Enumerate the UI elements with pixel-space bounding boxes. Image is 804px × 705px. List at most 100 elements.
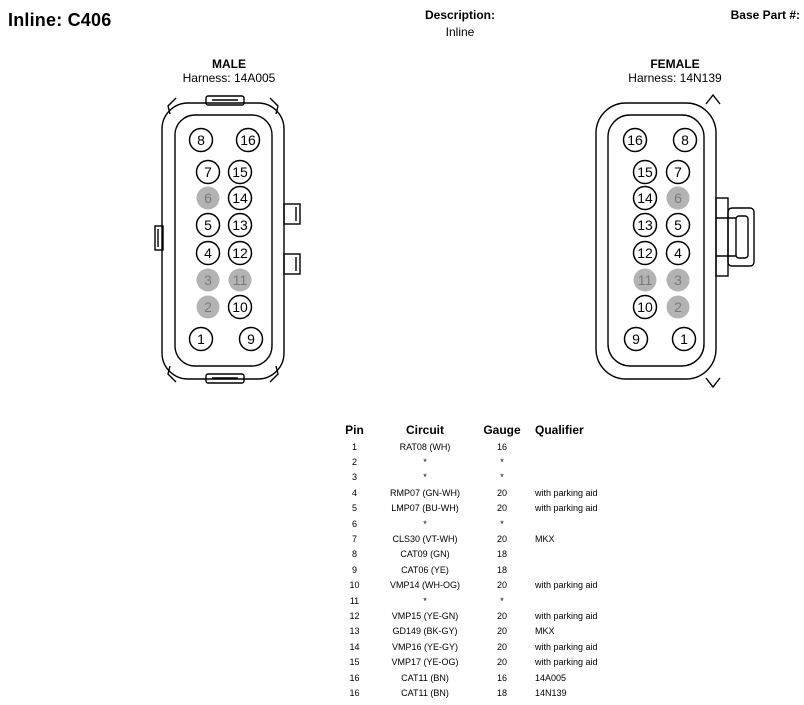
pin-circle	[235, 127, 261, 153]
female-harness-label: Harness: 14N139	[628, 71, 722, 85]
table-header-row: Pin Circuit Gauge Qualifier	[338, 421, 635, 439]
pin-number: 1	[197, 331, 205, 347]
pin-circle	[227, 185, 253, 211]
gauge-cell: 18	[496, 549, 507, 560]
pin-circle	[228, 268, 252, 292]
qualifier-cell	[525, 562, 635, 577]
gauge-cell: 20	[496, 487, 507, 498]
qualifier-column-header: Qualifier	[535, 423, 584, 437]
pin-circle	[672, 127, 698, 153]
circuit-cell: RAT08 (WH)	[399, 441, 451, 452]
male-pin-9: 9	[238, 326, 264, 352]
qualifier-cell: with parking aid	[535, 487, 598, 498]
circuit-cell: CAT11 (BN)	[401, 687, 449, 698]
pin-circle	[195, 212, 221, 238]
pin-cell: 12	[349, 610, 360, 621]
circuit-cell: CAT11 (BN)	[401, 672, 449, 683]
male-pin-4: 4	[195, 240, 221, 266]
gauge-cell: *	[500, 472, 504, 483]
pin-circle	[623, 326, 649, 352]
male-pin-12: 12	[227, 240, 253, 266]
pin-number: 16	[240, 132, 256, 148]
pin-number: 11	[233, 272, 248, 288]
pin-circle	[227, 212, 253, 238]
pin-circle	[196, 295, 220, 319]
female-pin-6: 6	[666, 186, 690, 210]
table-row: 11**	[338, 593, 635, 608]
pin-circle	[227, 294, 253, 320]
table-row: 1 RAT08 (WH) 16	[338, 439, 635, 454]
male-pin-8: 8	[188, 127, 214, 153]
female-pin-12: 12	[632, 240, 658, 266]
pin-circle	[188, 127, 214, 153]
gauge-cell: *	[500, 518, 504, 529]
pin-circle	[196, 268, 220, 292]
pin-circle	[665, 159, 691, 185]
pin-number: 8	[197, 132, 205, 148]
pin-number: 6	[674, 190, 682, 206]
pin-circle	[666, 268, 690, 292]
female-pin-1: 1	[671, 326, 697, 352]
pin-number: 8	[681, 132, 689, 148]
female-pin-16: 16	[622, 127, 648, 153]
pin-circle	[195, 159, 221, 185]
pin-cell: 13	[349, 626, 360, 637]
pin-number: 4	[674, 245, 682, 261]
pin-cell: 10	[349, 580, 360, 591]
male-pin-1: 1	[188, 326, 214, 352]
qualifier-cell: 14A005	[535, 672, 567, 683]
base-part-label: Base Part #:	[730, 8, 800, 22]
pin-circle	[632, 212, 658, 238]
pin-cell: 1	[351, 441, 357, 452]
pin-column-header: Pin	[345, 423, 364, 437]
male-pin-7: 7	[195, 159, 221, 185]
pin-number: 2	[204, 299, 212, 315]
pin-number: 3	[674, 272, 682, 288]
female-pin-11: 11	[633, 268, 657, 292]
pin-number: 5	[204, 217, 212, 233]
pin-circle	[665, 240, 691, 266]
female-pin-2: 2	[666, 295, 690, 319]
female-pin-5: 5	[665, 212, 691, 238]
gauge-cell: 20	[496, 534, 507, 545]
pin-circle	[671, 326, 697, 352]
gauge-cell: 16	[496, 441, 507, 452]
pin-number: 4	[204, 245, 212, 261]
pin-number: 9	[632, 331, 640, 347]
female-pin-14: 14	[632, 185, 658, 211]
pin-cell: 11	[349, 595, 360, 606]
circuit-cell: *	[423, 518, 427, 529]
qualifier-cell: with parking aid	[535, 641, 598, 652]
qualifier-cell	[525, 593, 635, 608]
pin-circle	[632, 294, 658, 320]
male-pin-14: 14	[227, 185, 253, 211]
circuit-cell: VMP16 (YE-GY)	[391, 641, 458, 652]
circuit-cell: CLS30 (VT-WH)	[392, 534, 458, 545]
table-row: 6**	[338, 516, 635, 531]
pin-cell: 4	[351, 487, 357, 498]
gauge-cell: 18	[496, 687, 507, 698]
female-pin-10: 10	[632, 294, 658, 320]
table-row: 2**	[338, 454, 635, 469]
qualifier-cell	[525, 547, 635, 562]
pin-number: 12	[637, 245, 653, 261]
circuit-cell: CAT09 (GN)	[400, 549, 450, 560]
circuit-cell: VMP14 (WH-OG)	[389, 580, 460, 591]
qualifier-cell: with parking aid	[535, 610, 598, 621]
pin-circle	[195, 240, 221, 266]
male-pin-10: 10	[227, 294, 253, 320]
male-connector-title: MALE	[212, 57, 246, 71]
circuit-cell: LMP07 (BU-WH)	[391, 503, 459, 514]
pin-circle	[632, 240, 658, 266]
pin-cell: 16	[349, 672, 360, 683]
male-harness-label: Harness: 14A005	[182, 71, 276, 85]
